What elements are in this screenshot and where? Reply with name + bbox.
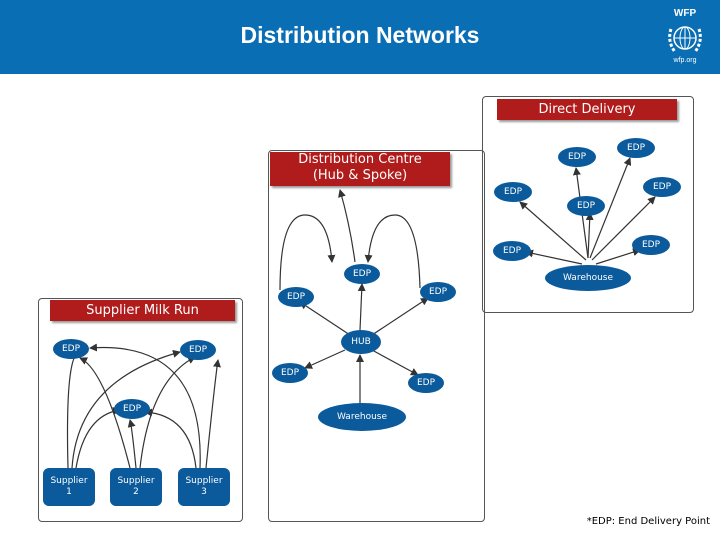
- wfp-logo: WFP wfp.org: [655, 5, 715, 71]
- dd-arrow-3: [591, 196, 656, 261]
- dd-arrow-2: [589, 157, 632, 259]
- dd-arrow-4: [585, 212, 594, 259]
- dd-arrow-6: [525, 249, 583, 265]
- hub-arrow-2: [357, 283, 366, 331]
- mr-arc-6: [139, 356, 196, 469]
- hub-spoke-panel: [268, 150, 485, 522]
- hub-arrow-4: [304, 349, 346, 369]
- mr-edp-node: EDP: [180, 340, 216, 360]
- dd-edp-node: EDP: [567, 196, 605, 216]
- logo-url: wfp.org: [673, 57, 697, 64]
- supplier-2-label: Supplier: [117, 476, 155, 486]
- supplier-2-number: 2: [133, 487, 139, 497]
- supplier-3-node: Supplier 3: [178, 468, 230, 506]
- header-bar: Distribution Networks WFP wfp.org: [0, 0, 720, 74]
- milk-run-banner: Supplier Milk Run: [50, 300, 235, 321]
- supplier-3-label: Supplier: [185, 476, 223, 486]
- dc-arc-3: [338, 189, 356, 263]
- hs-edp-node: EDP: [420, 282, 456, 302]
- mr-edp-node: EDP: [53, 339, 89, 359]
- hs-edp-node: EDP: [344, 264, 380, 284]
- hub-spoke-banner: Distribution Centre (Hub & Spoke): [270, 152, 450, 186]
- dd-edp-node: EDP: [643, 177, 681, 197]
- supplier-3-number: 3: [201, 487, 207, 497]
- dd-edp-node: EDP: [558, 147, 596, 167]
- dd-warehouse-node: Warehouse: [545, 265, 631, 291]
- mr-arc-3: [75, 407, 121, 469]
- dd-arrow-7: [595, 248, 641, 265]
- dd-edp-node: EDP: [632, 235, 670, 255]
- direct-delivery-banner: Direct Delivery: [497, 99, 677, 120]
- hs-warehouse-node: Warehouse: [318, 403, 406, 431]
- hs-edp-node: EDP: [272, 363, 308, 383]
- mr-arc-9: [144, 408, 197, 469]
- edp-footnote: *EDP: End Delivery Point: [586, 516, 710, 527]
- hub-spoke-title-line2: (Hub & Spoke): [312, 168, 408, 183]
- wreath-globe-icon: [668, 26, 702, 53]
- hub-node: HUB: [341, 330, 381, 354]
- dd-edp-node: EDP: [494, 182, 532, 202]
- hs-edp-node: EDP: [278, 287, 314, 307]
- dd-edp-node: EDP: [617, 138, 655, 158]
- supplier-2-node: Supplier 2: [110, 468, 162, 506]
- hub-arrow-3: [371, 297, 429, 336]
- dc-arc-1: [279, 214, 336, 291]
- hs-edp-node: EDP: [408, 373, 444, 393]
- logo-abbreviation: WFP: [673, 8, 697, 19]
- mr-arc-8: [205, 359, 221, 469]
- page-title: Distribution Networks: [240, 22, 480, 48]
- milk-run-panel: [38, 298, 243, 522]
- direct-delivery-panel: [482, 96, 694, 313]
- dc-arc-2: [364, 214, 421, 289]
- mr-arc-4: [79, 357, 131, 469]
- supplier-1-node: Supplier 1: [43, 468, 95, 506]
- mr-arc-5: [127, 419, 137, 469]
- dd-arrow-5: [519, 201, 587, 261]
- mr-arc-7: [89, 343, 201, 469]
- mr-edp-node: EDP: [114, 399, 150, 419]
- hub-arrow-5: [371, 349, 419, 376]
- dd-edp-node: EDP: [493, 241, 531, 261]
- hub-arrow-1: [299, 301, 351, 336]
- supplier-1-number: 1: [66, 487, 72, 497]
- supplier-1-label: Supplier: [50, 476, 88, 486]
- hub-spoke-title-line1: Distribution Centre: [298, 152, 422, 167]
